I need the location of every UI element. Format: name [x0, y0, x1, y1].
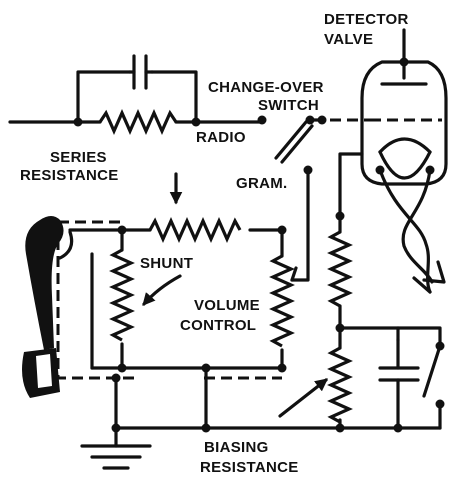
shunt-resistor: [109, 248, 135, 342]
top-resistor: [98, 109, 178, 135]
switch-icon: [274, 115, 327, 175]
series-resistance-label-1: SERIES: [50, 149, 107, 166]
detector-valve-label-1: DETECTOR: [324, 11, 409, 28]
switch-icon: [422, 341, 445, 430]
biasing-resistance-label-2: RESISTANCE: [200, 459, 299, 476]
change-over-label-1: CHANGE-OVER: [208, 79, 324, 96]
capacitor-icon: [128, 54, 154, 90]
valve-left-wire: [338, 152, 364, 218]
series-resistance-label-2: RESISTANCE: [20, 167, 119, 184]
biasing-resistor: [327, 346, 353, 424]
earth-bus: [114, 366, 442, 430]
earth-icon: [80, 426, 152, 470]
volume-control-label-1: VOLUME: [194, 297, 260, 314]
detector-valve-label-2: VALVE: [324, 31, 373, 48]
volume-control-label-2: CONTROL: [180, 317, 256, 334]
volume-resistor: [269, 254, 295, 348]
gram-label: GRAM.: [236, 175, 288, 192]
valve-icon: [360, 28, 448, 186]
top-parallel-network: [8, 70, 201, 135]
upper-right-resistor: [327, 230, 353, 308]
arrow-icon: [278, 378, 329, 418]
arrow-icon: [142, 274, 182, 306]
heater-lead-right: [401, 168, 434, 284]
capacitor-icon: [378, 338, 420, 430]
series-resistor: [148, 217, 242, 243]
gram-wire: [290, 168, 310, 282]
radio-label: RADIO: [196, 129, 246, 146]
biasing-resistance-label-1: BIASING: [204, 439, 269, 456]
pickup-icon: [22, 216, 74, 398]
heater-arrow: [422, 260, 446, 284]
shunt-label: SHUNT: [140, 255, 193, 272]
change-over-label-2: SWITCH: [258, 97, 319, 114]
